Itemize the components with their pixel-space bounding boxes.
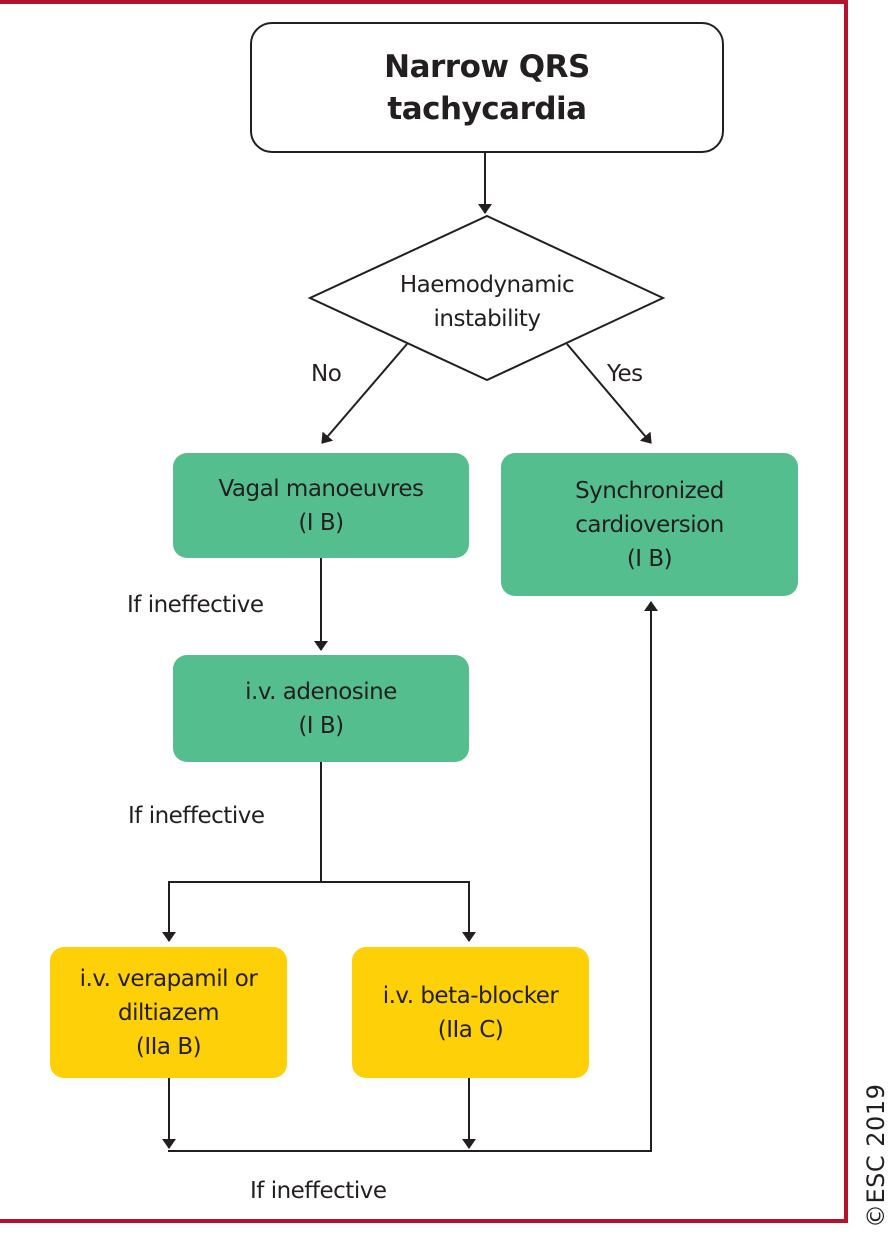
node-line: diltiazem	[117, 999, 220, 1026]
decision-line: instability	[433, 306, 541, 332]
node-line: cardioversion	[575, 511, 724, 538]
node-recommendation: (IIa B)	[135, 1033, 202, 1060]
edge-label-after-vagal: If ineffective	[127, 592, 264, 618]
figure-frame	[0, 0, 848, 1223]
copyright-notice: ©ESC 2019	[862, 1083, 888, 1228]
start-node-line: Narrow QRS	[384, 48, 590, 85]
node-iv-adenosine: i.v. adenosine (I B)	[173, 655, 469, 762]
edge-label-after-adenosine: If ineffective	[128, 803, 265, 829]
node-recommendation: (I B)	[298, 712, 344, 739]
node-iv-beta-blocker: i.v. beta-blocker (IIa C)	[352, 947, 589, 1078]
node-line: Vagal manoeuvres	[218, 475, 424, 502]
branch-label-yes: Yes	[607, 361, 643, 387]
node-line: i.v. verapamil or	[79, 965, 258, 992]
node-vagal-manoeuvres: Vagal manoeuvres (I B)	[173, 453, 469, 558]
node-line: Synchronized	[575, 477, 724, 504]
arrow-yes-branch	[566, 343, 652, 444]
decision-diamond	[307, 214, 666, 382]
node-recommendation: (IIa C)	[437, 1016, 504, 1043]
node-iv-verapamil-or-diltiazem: i.v. verapamil or diltiazem (IIa B)	[50, 947, 287, 1078]
node-recommendation: (I B)	[298, 509, 344, 536]
node-synchronized-cardioversion: Synchronized cardioversion (I B)	[501, 453, 798, 596]
node-recommendation: (I B)	[626, 545, 673, 572]
arrow-no-branch	[321, 343, 408, 444]
decision-line: Haemodynamic	[399, 272, 575, 298]
decision-haemodynamic-instability: Haemodynamic instability	[310, 268, 664, 336]
branch-label-no: No	[311, 361, 342, 387]
start-node-narrow-qrs-tachycardia: Narrow QRS tachycardia	[250, 22, 724, 153]
node-line: i.v. adenosine	[245, 678, 397, 705]
node-line: i.v. beta-blocker	[382, 982, 559, 1009]
start-node-line: tachycardia	[387, 90, 587, 127]
edge-label-after-drugs: If ineffective	[250, 1178, 387, 1204]
